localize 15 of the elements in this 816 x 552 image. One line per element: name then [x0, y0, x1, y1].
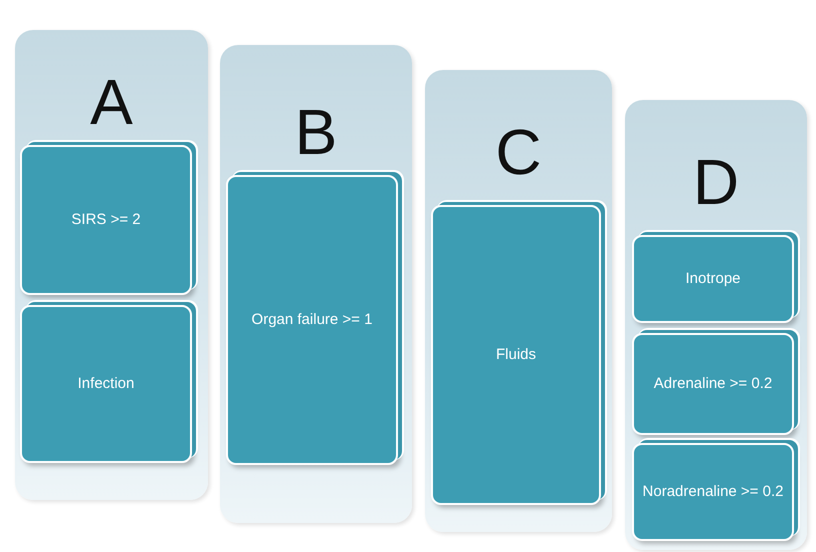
column-heading: A: [89, 70, 134, 134]
block-label: Fluids: [496, 345, 536, 365]
column-heading: B: [294, 100, 338, 164]
column-panel: [220, 45, 412, 523]
block-label: Inotrope: [685, 269, 741, 289]
column-heading: C: [494, 120, 543, 184]
column-heading: D: [692, 150, 740, 214]
column-panel: [15, 30, 208, 500]
block-label: Adrenaline >= 0.2: [654, 374, 772, 394]
block-label: Noradrenaline >= 0.2: [642, 482, 784, 502]
column-panel: [425, 70, 612, 532]
block-label: Organ failure >= 1: [252, 310, 372, 330]
block-label: Infection: [78, 374, 134, 394]
block-label: SIRS >= 2: [71, 210, 141, 230]
column-panel: [625, 100, 807, 550]
